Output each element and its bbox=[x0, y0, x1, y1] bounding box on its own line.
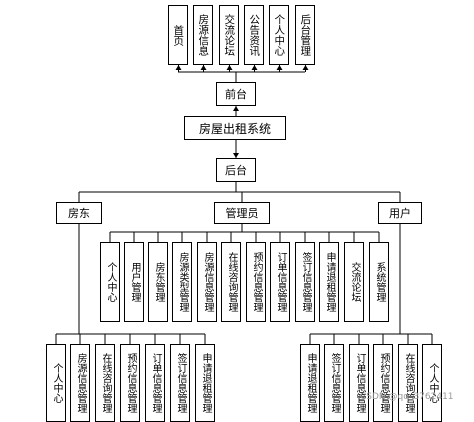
back-node: 后台 bbox=[216, 158, 256, 182]
landlord-module-listings: 房源信息管理 bbox=[70, 344, 90, 422]
admin-module-listings: 房源信息管理 bbox=[197, 242, 217, 322]
admin-module-system: 系统管理 bbox=[369, 242, 389, 322]
admin-module-forum: 交流论坛 bbox=[344, 242, 364, 322]
arrow-head bbox=[251, 65, 258, 70]
front-module-profile: 个人中心 bbox=[269, 5, 289, 65]
landlord-module-orders: 订单信息管理 bbox=[145, 344, 165, 422]
arrow-head bbox=[226, 65, 233, 70]
front-module-backend: 后台管理 bbox=[295, 5, 315, 65]
admin-module-reservations: 预约信息管理 bbox=[246, 242, 266, 322]
user-module-profile: 个人中心 bbox=[422, 344, 442, 422]
admin-module-landlords: 房东管理 bbox=[148, 242, 168, 322]
landlord-module-reservations: 预约信息管理 bbox=[120, 344, 140, 422]
front-module-notices: 公告资讯 bbox=[244, 5, 264, 65]
arrow-head bbox=[233, 153, 239, 158]
user-module-orders: 订单信息管理 bbox=[349, 344, 369, 422]
user-module-reservations: 预约信息管理 bbox=[373, 344, 393, 422]
arrow-head bbox=[302, 65, 309, 70]
user-module-contracts: 签订信息管理 bbox=[324, 344, 344, 422]
system-title-node: 房屋出租系统 bbox=[184, 116, 286, 140]
arrow-head bbox=[276, 65, 283, 70]
front-module-listings: 房源信息 bbox=[193, 5, 213, 65]
admin-module-orders: 订单信息管理 bbox=[270, 242, 290, 322]
admin-module-contracts: 签订信息管理 bbox=[295, 242, 315, 322]
arrow-head bbox=[200, 65, 207, 70]
role-admin: 管理员 bbox=[214, 202, 270, 224]
admin-module-listing-types: 房源类型管理 bbox=[172, 242, 192, 322]
front-module-home: 首页 bbox=[168, 5, 188, 65]
front-module-forum: 交流论坛 bbox=[219, 5, 239, 65]
arrow-head bbox=[175, 65, 182, 70]
system-structure-diagram: 首页 房源信息 交流论坛 公告资讯 个人中心 后台管理 前台 房屋出租系统 后台… bbox=[46, 5, 454, 422]
admin-module-profile: 个人中心 bbox=[100, 242, 120, 322]
landlord-module-checkout: 申请退租管理 bbox=[195, 344, 215, 422]
arrow-head bbox=[233, 106, 239, 111]
role-user: 用户 bbox=[378, 202, 422, 224]
connector-lines bbox=[55, 65, 433, 344]
user-module-checkout: 申请退租管理 bbox=[300, 344, 320, 422]
admin-module-users: 用户管理 bbox=[124, 242, 144, 322]
landlord-module-contracts: 签订信息管理 bbox=[170, 344, 190, 422]
front-node: 前台 bbox=[216, 82, 256, 106]
landlord-module-consulting: 在线咨询管理 bbox=[95, 344, 115, 422]
admin-module-checkout: 申请退租管理 bbox=[319, 242, 339, 322]
landlord-module-profile: 个人中心 bbox=[46, 344, 66, 422]
watermark: CSDN @qq_3762411 bbox=[360, 392, 454, 402]
admin-module-consulting: 在线咨询管理 bbox=[221, 242, 241, 322]
role-landlord: 房东 bbox=[56, 202, 102, 224]
user-module-consulting: 在线咨询管理 bbox=[398, 344, 418, 422]
